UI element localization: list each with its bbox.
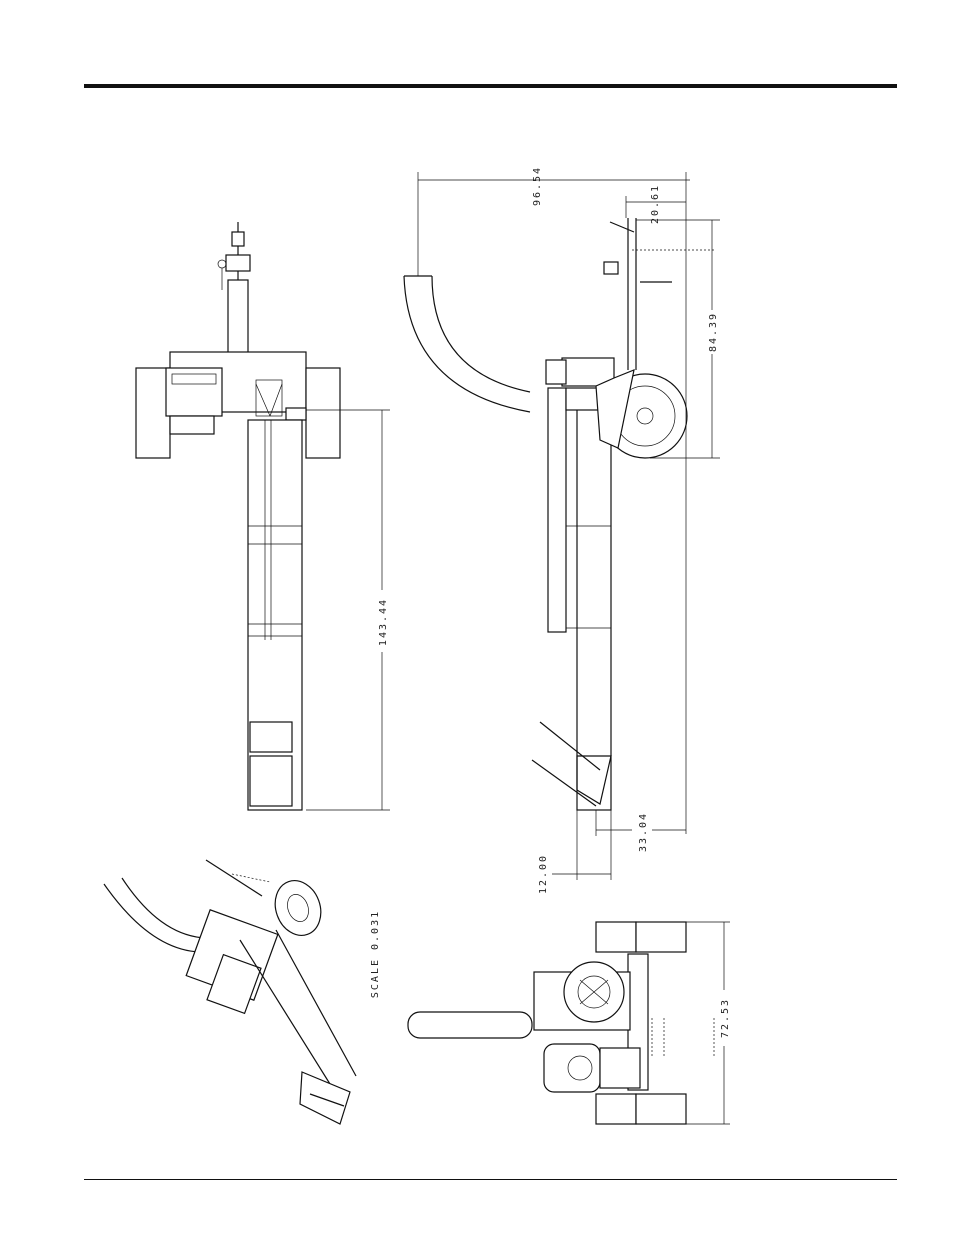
dim-33-04: 33.04 (638, 812, 649, 852)
front-view (408, 922, 714, 1124)
dimension-hopper-offset: 33.04 (596, 810, 686, 852)
dimension-hitch-offset: 20.61 (626, 184, 686, 224)
dim-84-39: 84.39 (708, 312, 719, 352)
dimension-hopper-width: 12.00 (538, 810, 611, 894)
dim-20-61: 20.61 (650, 184, 661, 224)
dim-12-00: 12.00 (538, 854, 549, 894)
dimension-top-view-length: 143.44 (306, 410, 390, 810)
scale-label: SCALE 0.031 (370, 910, 381, 998)
side-view (404, 218, 715, 810)
dim-143-44: 143.44 (378, 598, 389, 646)
top-view (136, 222, 340, 810)
isometric-view (104, 860, 356, 1124)
dim-96-54: 96.54 (532, 166, 543, 206)
dimension-track-width: 72.53 (686, 922, 731, 1124)
dim-72-53: 72.53 (720, 998, 731, 1038)
